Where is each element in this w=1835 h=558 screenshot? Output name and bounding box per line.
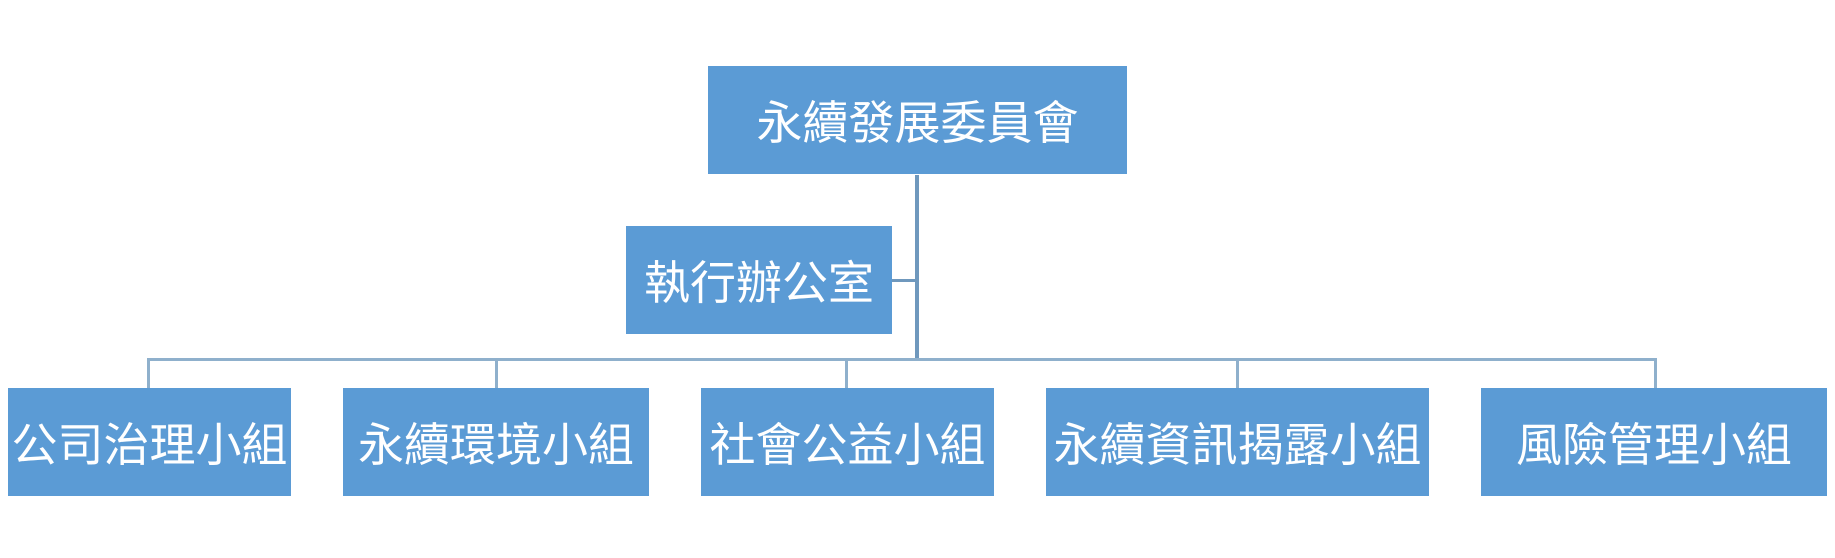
child-drop-1: [147, 358, 150, 388]
root-vertical-connector: [915, 175, 919, 358]
child-node-5: 風險管理小組: [1481, 388, 1827, 496]
child-drop-3: [845, 358, 848, 388]
child-node-label: 永續資訊揭露小組: [1053, 418, 1422, 472]
root-node: 永續發展委員會: [708, 66, 1127, 174]
children-horizontal-connector: [147, 358, 1657, 361]
child-node-label: 風險管理小組: [1516, 418, 1792, 472]
child-node-3: 社會公益小組: [701, 388, 994, 496]
child-drop-5: [1654, 358, 1657, 388]
child-node-1: 公司治理小組: [8, 388, 291, 496]
assistant-connector: [892, 279, 917, 282]
assistant-node-label: 執行辦公室: [644, 256, 874, 310]
child-drop-4: [1236, 358, 1239, 388]
child-drop-2: [495, 358, 498, 388]
child-node-4: 永續資訊揭露小組: [1046, 388, 1429, 496]
child-node-label: 永續環境小組: [358, 418, 634, 472]
child-node-2: 永續環境小組: [343, 388, 649, 496]
child-node-label: 公司治理小組: [11, 418, 288, 472]
root-node-label: 永續發展委員會: [756, 96, 1079, 150]
assistant-node: 執行辦公室: [626, 226, 892, 334]
child-node-label: 社會公益小組: [709, 418, 986, 472]
